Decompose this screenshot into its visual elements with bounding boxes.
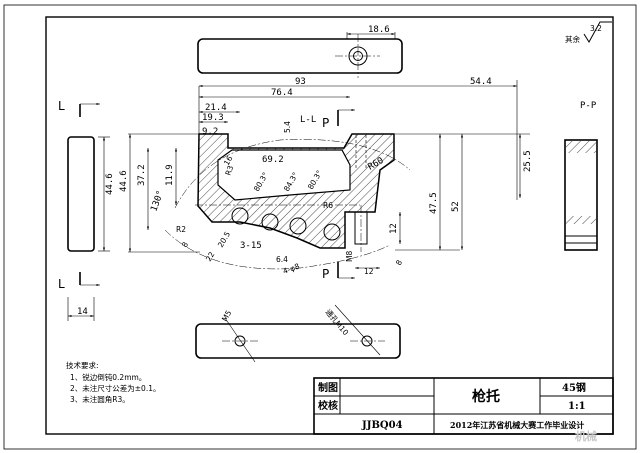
dim-18-6: 18.6 xyxy=(368,25,390,35)
dim-37-2: 37.2 xyxy=(137,164,147,186)
notes-item-2: 2、未注尺寸公差为±0.1。 xyxy=(70,383,160,393)
label-L-L: L-L xyxy=(300,115,316,125)
left-side-view: 14 44.6 xyxy=(67,136,115,321)
notes-title: 技术要求: xyxy=(66,360,99,370)
dim-8: 8 xyxy=(180,240,190,249)
dim-through-hole: 通孔M10 xyxy=(323,307,351,337)
notes-item-3: 3、未注圆角R3。 xyxy=(70,394,130,404)
roughness-value: 3.2 xyxy=(590,24,602,33)
watermark: 机械 xyxy=(575,429,597,443)
dim-6-4: 6.4 xyxy=(276,255,288,264)
label-P-bottom: P xyxy=(322,267,329,281)
tb-school: 2012年江苏省机械大赛工作毕业设计 xyxy=(450,420,584,430)
label-P-top: P xyxy=(322,116,329,130)
dim-44-6: 44.6 xyxy=(105,173,115,195)
section-label-L-bottom: L xyxy=(58,277,65,291)
dim-76-4: 76.4 xyxy=(271,88,293,98)
dim-69-2: 69.2 xyxy=(262,155,284,165)
dim-21-4: 21.4 xyxy=(205,103,227,113)
tb-scale: 1:1 xyxy=(568,401,586,412)
roughness-label: 其余 xyxy=(565,34,580,44)
left-vertical-dimensions: 44.6 37.2 11.9 130° xyxy=(119,133,200,253)
label-P-P: P-P xyxy=(580,101,597,111)
dim-9-2: 9.2 xyxy=(202,127,218,137)
main-dimensions: 93 54.4 76.4 21.4 19.3 9.2 5.4 L-L P P xyxy=(198,77,518,281)
dim-M8: M8 xyxy=(345,251,354,262)
dim-130: 130° xyxy=(149,189,166,213)
dim-5-4: 5.4 xyxy=(283,121,292,133)
dim-11-9: 11.9 xyxy=(165,164,175,186)
bottom-view: M5 通孔M10 xyxy=(195,304,401,363)
right-vertical-dimensions: 25.5 47.5 52 12 M8 12 8 xyxy=(345,133,533,276)
dim-12: 12 xyxy=(389,223,399,234)
tb-drawn-label: 制图 xyxy=(318,381,338,394)
technical-notes: 技术要求: 1、锐边倒钝0.2mm。 2、未注尺寸公差为±0.1。 3、未注圆角… xyxy=(66,360,160,404)
dim-2-12: 12 xyxy=(364,267,374,276)
tb-checked-label: 校核 xyxy=(318,399,338,412)
dim-44-6-main: 44.6 xyxy=(119,170,129,192)
dim-22: 22 xyxy=(204,250,217,263)
dim-R2: R2 xyxy=(176,225,186,234)
dim-19-3: 19.3 xyxy=(202,113,224,123)
dim-93: 93 xyxy=(295,77,306,87)
dim-47-5: 47.5 xyxy=(429,192,439,214)
tb-material: 45钢 xyxy=(562,381,586,394)
main-section-view xyxy=(164,133,411,270)
roughness-symbol: 其余 3.2 xyxy=(565,21,612,44)
p-p-view: P-P xyxy=(564,101,598,251)
dim-25-5: 25.5 xyxy=(523,150,533,172)
top-view: 18.6 xyxy=(197,25,403,78)
dim-16: 16 xyxy=(222,154,235,167)
tb-drawing-no: JJBQ04 xyxy=(361,420,403,431)
dim-14: 14 xyxy=(77,307,88,317)
tb-part-name: 枪托 xyxy=(472,388,500,405)
dim-3-15: 3-15 xyxy=(240,241,262,251)
section-label-L-top: L xyxy=(58,99,65,113)
dim-20-5: 20.5 xyxy=(216,230,232,249)
title-block: 制图 校核 枪托 45钢 1:1 JJBQ04 2012年江苏省机械大赛工作毕业… xyxy=(313,377,614,443)
dim-54-4: 54.4 xyxy=(470,77,492,87)
outer-frame xyxy=(3,4,637,450)
dim-R3: R3 xyxy=(223,164,235,177)
dim-R6: R6 xyxy=(323,201,333,210)
dim-M5: M5 xyxy=(220,309,234,323)
dim-8b: 8 xyxy=(394,258,404,267)
dim-52: 52 xyxy=(451,201,461,212)
notes-item-1: 1、锐边倒钝0.2mm。 xyxy=(70,372,146,382)
